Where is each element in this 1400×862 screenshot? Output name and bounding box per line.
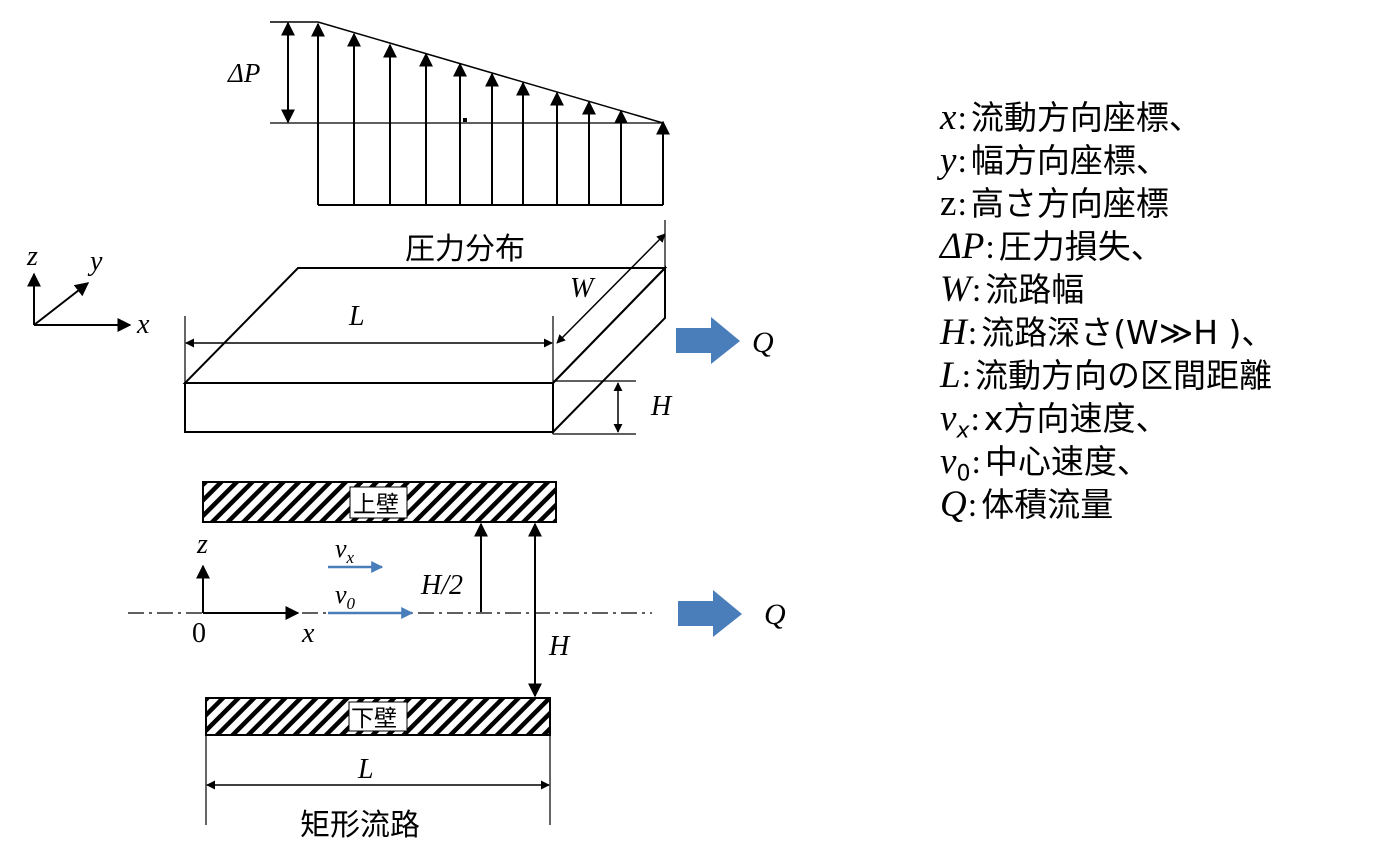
legend-item-h: H:流路深さ(W≫H )、 (940, 312, 1275, 353)
lower-wall-label: 下壁 (351, 706, 397, 732)
origin-label: 0 (192, 618, 206, 649)
symbol-legend: x:流動方向座標、 y:幅方向座標、 z:高さ方向座標 ΔP:圧力損失、 W:流… (940, 96, 1395, 526)
top-Q-label: Q (752, 326, 774, 359)
legend-symbol: y (940, 140, 957, 181)
delta-p-label: ΔP (227, 58, 260, 88)
legend-description: 幅方向座標、 (970, 141, 1169, 180)
legend-item-z: z:高さ方向座標 (940, 183, 1169, 224)
pressure-arrows (311, 22, 670, 205)
top-flow-arrow-icon (676, 317, 740, 364)
legend-item-v0: v0:中心速度、 (940, 441, 1150, 487)
axis-y-label: y (87, 246, 103, 277)
lower-x-label: x (301, 618, 315, 649)
legend-subscript: 0 (956, 461, 971, 487)
legend-symbol: v (940, 398, 957, 439)
legend-description: 流路幅 (985, 270, 1085, 309)
legend-description: 流路深さ(W≫H )、 (981, 313, 1275, 352)
upper-wall: 上壁 (202, 481, 557, 523)
pressure-distribution: ΔP (227, 21, 670, 206)
legend-symbol: z (940, 183, 957, 224)
legend-description: 流動方向座標、 (970, 98, 1202, 137)
legend-description: 流動方向の区間距離 (975, 356, 1273, 395)
lower-wall: 下壁 (205, 697, 551, 736)
legend-symbol: x (940, 97, 957, 138)
legend-description: 体積流量 (981, 485, 1114, 524)
center-dot (463, 118, 467, 122)
W-label: W (570, 273, 596, 304)
axis-x-label: x (136, 309, 150, 340)
lower-flow-arrow-icon (678, 590, 742, 637)
legend-symbol: W (940, 269, 971, 310)
legend-description: 圧力損失、 (998, 227, 1164, 266)
pressure-distribution-label: 圧力分布 (405, 232, 525, 267)
legend-symbol: L (940, 355, 961, 396)
legend-description: x方向速度、 (983, 399, 1169, 438)
upper-wall-label: 上壁 (353, 492, 399, 518)
top-L-label: L (348, 301, 365, 332)
legend-item-vx: vx:x方向速度、 (940, 398, 1169, 444)
top-H-label: H (650, 391, 673, 422)
v0-label: v0 (335, 580, 356, 613)
legend-subscript: x (956, 418, 970, 444)
legend-symbol: ΔP (940, 226, 985, 267)
legend-item-x: x:流動方向座標、 (940, 97, 1202, 138)
legend-description: 高さ方向座標 (970, 184, 1169, 223)
legend-description: 中心速度、 (984, 442, 1150, 481)
coordinate-axes (27, 272, 132, 332)
half-H-label: H/2 (420, 570, 463, 601)
legend-symbol: H (940, 312, 967, 353)
W-dimension-arrow (556, 233, 666, 344)
legend-item-q: Q:体積流量 (940, 484, 1114, 525)
lower-H-label: H (548, 631, 571, 662)
legend-symbol: Q (940, 484, 967, 525)
rect-channel-label: 矩形流路 (300, 808, 420, 843)
axis-z-label: z (26, 241, 38, 272)
lower-z-label: z (196, 529, 208, 560)
pressure-gradient-line (317, 21, 664, 124)
legend-item-delta-p: ΔP:圧力損失、 (940, 226, 1164, 267)
legend-item-l: L:流動方向の区間距離 (940, 355, 1273, 396)
legend-symbol: v (940, 441, 957, 482)
lower-L-label: L (357, 754, 374, 785)
legend-item-y: y:幅方向座標、 (940, 140, 1169, 181)
vx-label: vx (335, 534, 355, 567)
legend-item-w: W:流路幅 (940, 269, 1085, 310)
lower-Q-label: Q (764, 598, 786, 631)
